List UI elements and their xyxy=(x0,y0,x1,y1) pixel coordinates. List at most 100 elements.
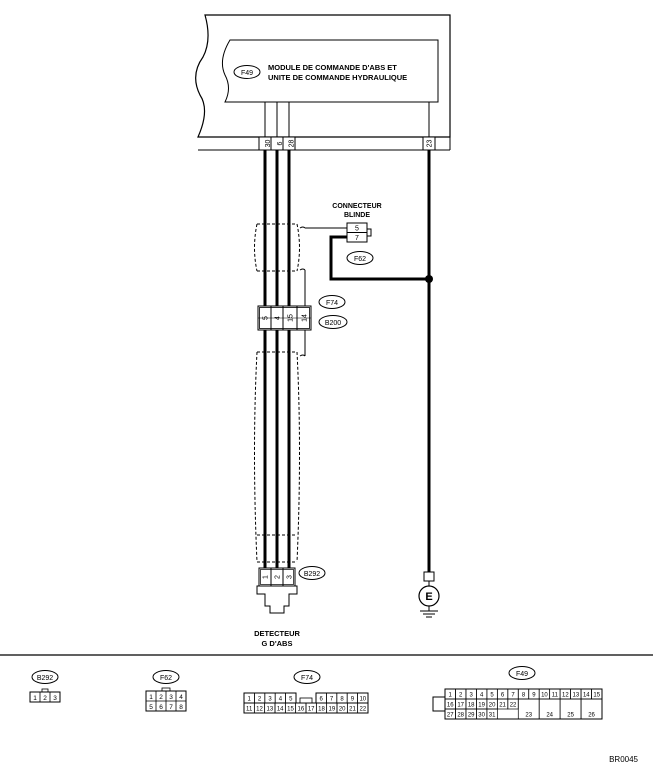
legend-f74-pin: 21 xyxy=(349,707,356,713)
shield-connector-f62: CONNECTEUR BLINDE 5 7 F62 xyxy=(332,203,382,265)
legend-f49-pin: 14 xyxy=(583,693,590,699)
junction-pin-4: 4 xyxy=(275,316,282,320)
signal-wires xyxy=(263,150,291,568)
legend-f74-pin-cell xyxy=(357,702,369,714)
abs-control-module: F49 MODULE DE COMMANDE D'ABS ET UNITE DE… xyxy=(195,14,451,151)
legend-f62-pin: 6 xyxy=(159,704,163,711)
legend-f74-pin: 3 xyxy=(268,697,272,703)
legend-f49-pin: 18 xyxy=(468,703,475,709)
legend-f49-pin: 7 xyxy=(511,693,515,699)
legend-b292-pin: 1 xyxy=(33,695,37,702)
module-title-line1: MODULE DE COMMANDE D'ABS ET xyxy=(268,63,397,72)
legend-f74-pin: 19 xyxy=(328,707,335,713)
legend-f49-pin: 11 xyxy=(552,693,559,699)
legend-f74-pin: 20 xyxy=(339,707,346,713)
legend-f62-pin: 2 xyxy=(159,694,163,701)
legend-f62-pin: 3 xyxy=(169,694,173,701)
legend-f62-pin: 8 xyxy=(179,704,183,711)
legend-f74-pin: 15 xyxy=(287,707,294,713)
ground-wire xyxy=(329,150,433,572)
legend-f74-pin: 8 xyxy=(340,697,344,703)
figure-code: BR0045 xyxy=(609,755,638,764)
legend-f74-id: F74 xyxy=(301,675,313,682)
shield-connector-id-badge xyxy=(346,251,374,265)
legend-f74-pin: 1 xyxy=(248,697,252,703)
shield-lower xyxy=(254,330,306,563)
module-connector-id: F49 xyxy=(241,70,253,77)
legend-f49-pin: 19 xyxy=(478,703,485,709)
junction-connector-f74-b200: 5 4 15 14 F74 B200 xyxy=(257,295,348,331)
legend-f74-pin: 4 xyxy=(279,697,283,703)
shield-connector-label-line1: CONNECTEUR xyxy=(332,203,381,210)
legend-f49-pin-cell xyxy=(580,698,603,720)
shield-connector-pin-5: 5 xyxy=(355,226,359,233)
legend-f49-pin: 5 xyxy=(490,693,494,699)
legend-f49-pin: 26 xyxy=(588,713,595,719)
legend-f49-pin: 4 xyxy=(480,693,484,699)
module-connector-id-badge xyxy=(233,65,261,79)
legend-f49-pin: 17 xyxy=(457,703,464,709)
legend-f74-pin: 18 xyxy=(318,707,325,713)
legend-f74-pin: 12 xyxy=(256,707,263,713)
legend-f62-pin: 4 xyxy=(179,694,183,701)
legend-f74-pin: 7 xyxy=(330,697,334,703)
legend-f49-id: F49 xyxy=(516,671,528,678)
legend-f62-pin: 7 xyxy=(169,704,173,711)
legend-f49-pin: 6 xyxy=(501,693,505,699)
legend-f49-pin: 28 xyxy=(457,713,464,719)
legend-f74-pin: 17 xyxy=(308,707,315,713)
legend-f49-pin: 25 xyxy=(567,713,574,719)
junction-id-bottom: B200 xyxy=(325,320,341,327)
legend-f49-pin: 21 xyxy=(499,703,506,709)
legend-f49-pin: 13 xyxy=(572,693,579,699)
legend-f62-pin: 1 xyxy=(149,694,153,701)
legend-f49-pin: 22 xyxy=(510,703,517,709)
junction-pin-5: 5 xyxy=(263,316,270,320)
abs-g-sensor: 1 2 3 B292 DETECTEUR G D'ABS xyxy=(254,566,326,648)
legend-f49-pin: 31 xyxy=(489,713,496,719)
legend-f49-pin: 29 xyxy=(468,713,475,719)
sensor-label-line2: G D'ABS xyxy=(262,639,293,648)
junction-pin-14: 14 xyxy=(302,314,309,322)
module-pin-6: 6 xyxy=(277,141,284,145)
junction-id-top-badge xyxy=(318,295,346,309)
legend-f74-pin: 14 xyxy=(277,707,284,713)
legend-b292: B292 1 2 3 xyxy=(29,670,61,703)
legend-f49-pin: 1 xyxy=(449,693,453,699)
ground-symbol: E xyxy=(425,591,432,603)
legend-f49-pin-cell xyxy=(486,708,498,720)
legend-f74-pin: 6 xyxy=(320,697,324,703)
legend-f74-pin: 10 xyxy=(359,697,366,703)
legend-f74-pin: 22 xyxy=(359,707,366,713)
junction-pin-15: 15 xyxy=(288,314,295,322)
legend-f49-pin: 3 xyxy=(469,693,473,699)
sensor-id-badge xyxy=(298,566,326,580)
legend-f74-pin: 11 xyxy=(246,707,253,713)
sensor-pin-2: 2 xyxy=(275,575,282,579)
junction-id-bottom-badge xyxy=(318,315,348,329)
shield-connector-pin-7: 7 xyxy=(355,235,359,242)
junction-id-top: F74 xyxy=(326,300,338,307)
sensor-pin-1: 1 xyxy=(263,575,270,579)
legend-f49-pin: 2 xyxy=(459,693,463,699)
legend-b292-id: B292 xyxy=(37,675,53,682)
sensor-body xyxy=(256,585,298,614)
legend-f62-id: F62 xyxy=(160,675,172,682)
legend-f49-pin: 10 xyxy=(541,693,548,699)
module-pin-23: 23 xyxy=(427,140,434,148)
legend-f49-pin: 9 xyxy=(532,693,536,699)
ground-point: E xyxy=(418,571,440,618)
sensor-pin-3: 3 xyxy=(287,575,294,579)
shield-upper xyxy=(254,223,347,306)
legend-f49-pin: 23 xyxy=(525,713,532,719)
legend-f74-pin: 5 xyxy=(289,697,293,703)
shield-connector-label-line2: BLINDE xyxy=(344,212,370,219)
legend-f49-pin: 24 xyxy=(546,713,553,719)
module-title-line2: UNITE DE COMMANDE HYDRAULIQUE xyxy=(268,73,407,82)
module-pin-28: 28 xyxy=(289,140,296,148)
legend-f49-pin: 16 xyxy=(447,703,454,709)
legend-b292-pin: 2 xyxy=(43,695,47,702)
